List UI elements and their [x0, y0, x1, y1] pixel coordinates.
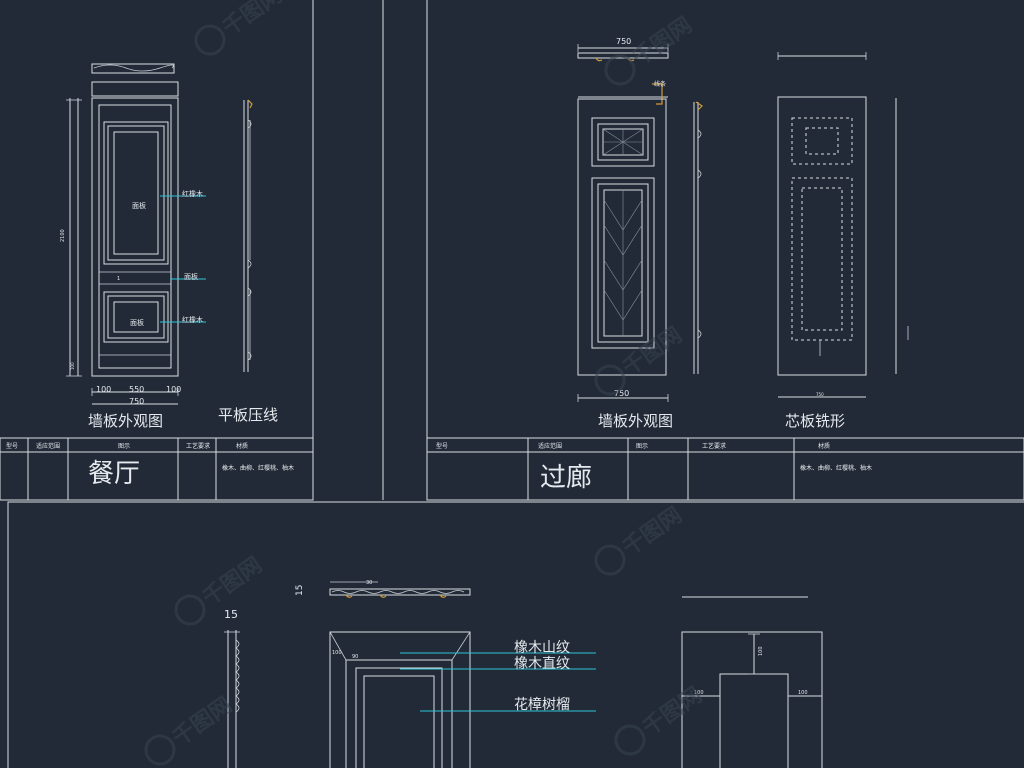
- title-molding: 平板压线: [218, 406, 278, 424]
- label-camphor-burl: 花樟树榴: [514, 696, 570, 713]
- top-panel-hatch: [602, 128, 644, 156]
- watermark-text-5: 千图网: [618, 503, 686, 561]
- dim-width-3: 100: [166, 385, 181, 394]
- materials-right: 橡木、曲柳、红樱桃、柚木: [800, 464, 872, 472]
- sheet-borders: [7, 0, 1024, 768]
- label-veneer-2: 面板: [184, 272, 198, 281]
- watermark-logo-1: 千图网: [194, 0, 287, 56]
- bottom-section-drawing: 15 30 15 100 90 橡木山纹 橡木直纹 花樟树榴 10: [224, 580, 823, 768]
- table-left-header-model: 型号: [6, 442, 18, 450]
- dim-small-bottom: 750: [816, 392, 824, 397]
- dim-inner-2: 90: [352, 654, 358, 660]
- dim-15b: 15: [295, 585, 305, 596]
- watermark-logo-7: 千图网: [144, 693, 237, 766]
- label-rubber-wood-1: 红橡木: [182, 189, 203, 198]
- dim-inner-1: 100: [332, 650, 342, 656]
- table-right-header-material: 材质: [818, 442, 830, 450]
- table-right-header-model: 型号: [436, 442, 448, 450]
- lower-panel-hatch: [603, 190, 643, 336]
- table-left-header-scope: 适应范围: [36, 442, 60, 450]
- table-right-header-process: 工艺要求: [702, 442, 726, 450]
- label-rubber-wood-2: 红橡木: [182, 315, 203, 324]
- watermark-text-3: 千图网: [618, 323, 686, 381]
- table-left-header-illustration: 图示: [118, 443, 130, 450]
- dim-top-small: 30: [366, 580, 372, 586]
- title-table-right: 型号 适应范围 图示 工艺要求 材质 过廊 橡木、曲柳、红樱桃、柚木: [426, 437, 1024, 501]
- watermark-logo-5: 千图网: [594, 503, 687, 576]
- label-veneer-3: 面板: [130, 318, 144, 327]
- label-oak-straight: 橡木直纹: [514, 655, 570, 672]
- materials-left: 橡木、曲柳、红樱桃、柚木: [222, 464, 294, 472]
- watermark-text-1: 千图网: [218, 0, 286, 41]
- watermark-logo-3: 千图网: [594, 323, 687, 396]
- table-left-header-material: 材质: [236, 442, 248, 450]
- table-right-header-illustration: 图示: [636, 443, 648, 450]
- dim-width-1: 100: [96, 385, 111, 394]
- dim-right-top: 100: [758, 646, 764, 656]
- label-oak-mountain: 橡木山纹: [514, 640, 570, 656]
- dim-bottom-right: 750: [614, 389, 629, 398]
- room-name-right: 过廊: [540, 463, 592, 493]
- dim-right-right: 100: [798, 690, 808, 696]
- title-elevation-right: 墙板外观图: [598, 412, 673, 430]
- watermark-text-2: 千图网: [628, 13, 696, 71]
- title-elevation-left: 墙板外观图: [88, 412, 163, 430]
- watermark-logo-2: 千图网: [604, 13, 697, 86]
- watermark-logo-4: 千图网: [174, 553, 267, 626]
- title-table-left: 型号 适应范围 图示 工艺要求 材质 餐厅 橡木、曲柳、红樱桃、柚木: [0, 437, 314, 501]
- table-left-header-process: 工艺要求: [186, 442, 210, 450]
- table-right-header-scope: 适应范围: [538, 442, 562, 450]
- dim-height-text: 2100: [60, 229, 66, 242]
- label-top-tag: 线条: [654, 80, 666, 88]
- label-veneer-1: 面板: [132, 201, 146, 210]
- watermark-logo-6: 千图网: [614, 683, 707, 756]
- left-door-panel-drawing: 2100 100 100 550 100 750 面板 红橡木 1 面板 面板 …: [60, 63, 278, 430]
- dim-15: 15: [224, 608, 238, 621]
- dim-small-1: 1: [117, 276, 120, 282]
- dim-top-right: 750: [616, 37, 631, 46]
- watermark-text-6: 千图网: [638, 683, 706, 741]
- dim-total: 750: [129, 397, 144, 406]
- watermark-text-7: 千图网: [168, 693, 236, 751]
- dim-right-left: 100: [694, 690, 704, 696]
- watermark-text-4: 千图网: [198, 553, 266, 611]
- dim-small-2: 100: [70, 362, 75, 370]
- dim-width-2: 550: [129, 385, 144, 394]
- room-name-left: 餐厅: [88, 459, 140, 489]
- title-core-milling: 芯板铣形: [785, 412, 845, 430]
- right-door-panel-drawing: 750 线条: [577, 37, 909, 430]
